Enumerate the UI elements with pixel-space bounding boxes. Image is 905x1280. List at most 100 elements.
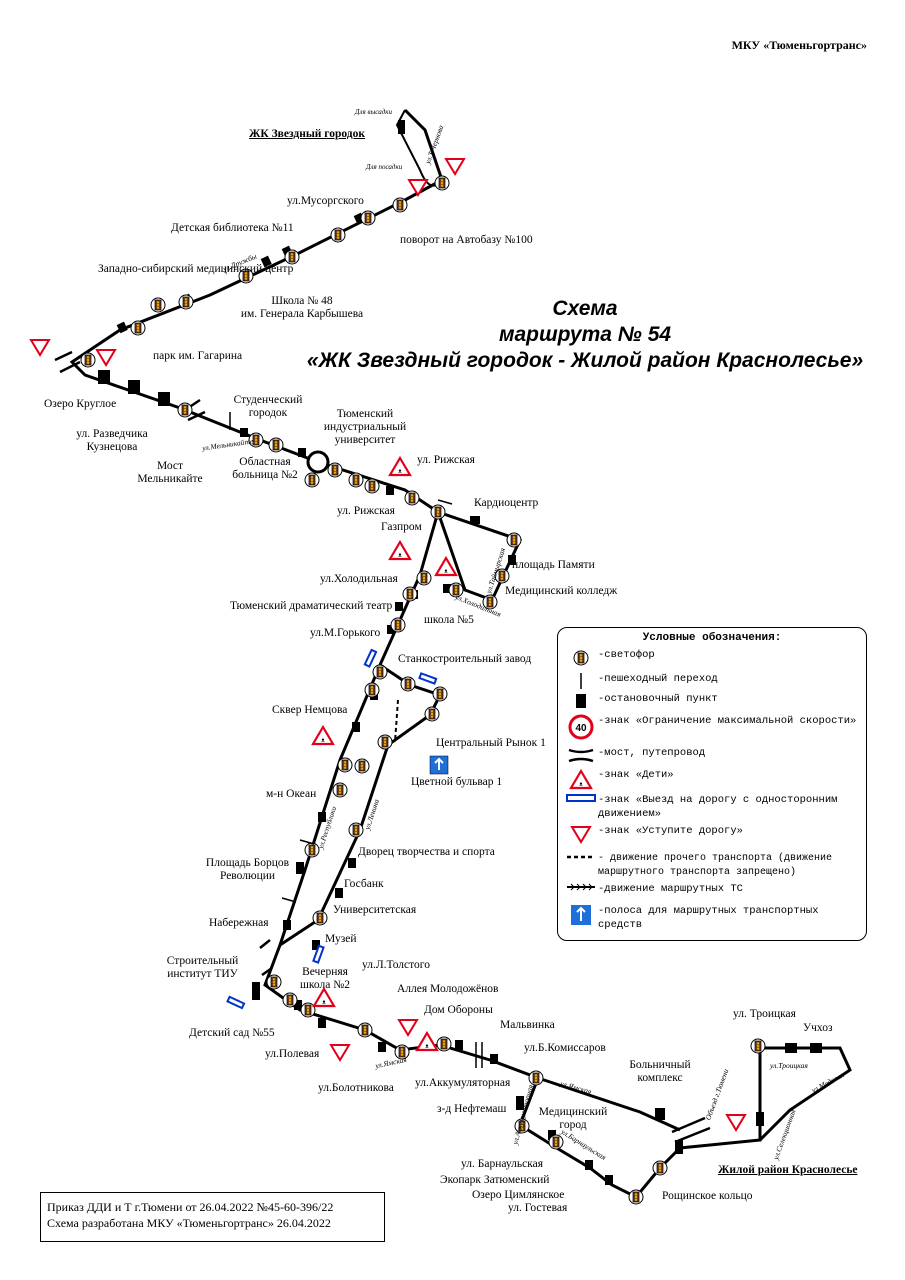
stop-med-gorod: Медицинский город [533, 1106, 613, 1132]
roundabout [306, 450, 330, 474]
legend: Условные обозначения: -светофор -пешеход… [557, 627, 867, 941]
stop-med-college: Медицинский колледж [505, 585, 618, 597]
legend-text: -полоса для маршрутных транспортных сред… [598, 905, 819, 931]
stop-borcov-line1: Площадь Борцов [205, 857, 290, 869]
stop-musorgskogo: ул.Мусоргского [287, 195, 364, 207]
legend-item: -знак «Выезд на дорогу с односторонним д… [564, 793, 858, 821]
stop-barnaulskaya: ул. Барнаульская [461, 1158, 544, 1170]
legend-text: -остановочный пункт [598, 693, 718, 705]
stop-naberezhnaya: Набережная [209, 917, 269, 929]
terminal-start: ЖК Звездный городок [249, 128, 365, 140]
stop-gosbank: Госбанк [344, 878, 384, 890]
legend-text: -знак «Выезд на дорогу с односторонним д… [598, 794, 838, 820]
footer-developer: Схема разработана МКУ «Тюменьгортранс» 2… [47, 1216, 331, 1230]
stop-neftemash: з-д Нефтемаш [437, 1103, 507, 1115]
stop-student: Студенческий городок [228, 394, 308, 420]
terminal-end: Жилой район Краснолесье [718, 1164, 858, 1176]
stop-tiu-line1: Тюменский [336, 408, 394, 420]
stop-med-gorod-line2: город [559, 1119, 587, 1131]
stop-tiu: Тюменский индустриальный университет [310, 408, 420, 447]
speed-limit-sign-icon: 40 [568, 714, 594, 740]
stop-rizhskaya-a: ул. Рижская [417, 454, 475, 466]
title-line-2: маршрута № 54 [498, 323, 672, 346]
legend-text: -светофор [598, 649, 655, 661]
legend-item: - движение прочего транспорта (движение … [564, 852, 866, 880]
stop-ekopark: Экопарк Затюменский [440, 1174, 550, 1186]
legend-item: -пешеходный переход [564, 672, 718, 690]
page-title: Схема маршрута № 54 «ЖК Звездный городок… [300, 296, 870, 374]
stop-gostevaya: ул. Гостевая [508, 1202, 568, 1214]
stop-most-line2: Мельникайте [137, 473, 203, 485]
legend-item: 40 -знак «Ограничение максимальной скоро… [564, 714, 858, 740]
dashed-line-icon [567, 855, 595, 859]
stop-cardio: Кардиоцентр [474, 497, 539, 509]
stop-stanko: Станкостроительный завод [398, 653, 532, 665]
footer-box: Приказ ДДИ и Т г.Тюмени от 26.04.2022 №4… [40, 1192, 385, 1242]
stop-borcov: Площадь Борцов Революции [200, 857, 295, 883]
stop-gorkogo: ул.М.Горького [310, 627, 381, 639]
stop-oblast-hospital: Областная больница №2 [225, 456, 305, 482]
stop-polevaya: ул.Полевая [265, 1048, 320, 1060]
stop-rizhskaya-b: ул. Рижская [337, 505, 395, 517]
legend-text: -пешеходный переход [598, 673, 718, 685]
route-line-north [69, 108, 523, 666]
boarding-label: Для посадки [366, 163, 403, 171]
stop-tolstogo: ул.Л.Толстого [362, 959, 430, 971]
legend-item: -полоса для маршрутных транспортных сред… [564, 904, 858, 932]
pedestrian-crossing-icon [580, 673, 582, 689]
stop-dvorec: Дворец творчества и спорта [358, 846, 495, 858]
stop-uchkhoz: Учхоз [803, 1022, 833, 1034]
legend-item: -мост, путепровод [564, 746, 705, 764]
stop-ozero-krugloe: Озеро Круглое [44, 398, 117, 410]
legend-text: -мост, путепровод [598, 747, 706, 759]
bus-lane-sign-icon [429, 755, 449, 775]
stop-ploshad-pamyati: площадь Памяти [512, 559, 595, 571]
legend-text: -знак «Уступите дорогу» [598, 825, 743, 837]
stop-gazprom: Газпром [381, 521, 422, 533]
stop-oblast-hospital-line1: Областная [239, 456, 291, 468]
stop-med-gorod-line1: Медицинский [538, 1106, 608, 1118]
title-line-3: «ЖК Звездный городок - Жилой район Красн… [306, 349, 864, 372]
footer-order: Приказ ДДИ и Т г.Тюмени от 26.04.2022 №4… [47, 1200, 334, 1214]
dashed-link [394, 699, 399, 743]
stop-razvedchika-line2: Кузнецова [86, 441, 138, 453]
stop-school48-line2: им. Генерала Карбышева [240, 308, 364, 320]
arrow-line-icon [567, 883, 595, 891]
children-sign-icon [569, 769, 593, 790]
stop-gagarin-park: парк им. Гагарина [153, 350, 243, 362]
speed-limit-value: 40 [575, 723, 587, 734]
stop-drama-theatre: Тюменский драматический театр [230, 600, 393, 612]
stop-razvedchika: ул. Разведчика Кузнецова [62, 428, 162, 454]
legend-text: - движение прочего транспорта (движение … [598, 853, 833, 878]
stop-med-center: Западно-сибирский медицинский центр [98, 263, 294, 275]
stop-student-line2: городок [248, 407, 288, 419]
drop-off-label: Для высадки [355, 108, 393, 116]
stop-stroit-line2: институт ТИУ [167, 968, 238, 980]
stop-roshchino: Рощинское кольцо [662, 1190, 753, 1202]
legend-item: -светофор [564, 648, 655, 668]
stop-akkumul: ул.Аккумуляторная [415, 1077, 511, 1089]
stop-universitetskaya: Университетская [333, 904, 417, 916]
stop-autobase: поворот на Автобазу №100 [400, 234, 533, 246]
stop-malvinka: Мальвинка [500, 1019, 555, 1031]
one-way-signs [226, 648, 438, 1010]
stop-tiu-line3: университет [334, 434, 396, 446]
stop-school48: Школа № 48 им. Генерала Карбышева [232, 295, 372, 321]
one-way-sign-icon [566, 794, 596, 802]
stop-hospital-complex-line2: комплекс [637, 1072, 683, 1084]
legend-text: -знак «Ограничение максимальной скорости… [598, 715, 857, 727]
traffic-light-icon [573, 650, 589, 666]
legend-item: -знак «Уступите дорогу» [564, 824, 743, 846]
stop-muzey: Музей [325, 933, 357, 945]
stop-student-line1: Студенческий [233, 394, 303, 406]
give-way-sign-icon [571, 826, 591, 843]
legend-item: -знак «Дети» [564, 768, 674, 790]
stop-sad55: Детский сад №55 [189, 1027, 275, 1039]
stop-skver: Сквер Немцова [272, 704, 348, 716]
street-troitskaya: ул.Троицкая [770, 1061, 808, 1070]
stop-tiu-line2: индустриальный [323, 421, 407, 433]
organization-name: МКУ «Тюменьгортранс» [731, 38, 867, 52]
stop-bolotnikova: ул.Болотникова [318, 1082, 394, 1094]
stop-vechernyaya: Вечерняя школа №2 [290, 966, 360, 992]
